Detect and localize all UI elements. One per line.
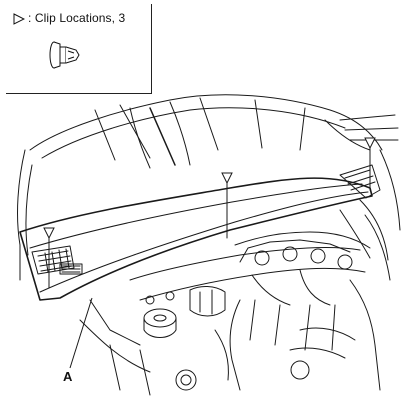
legend-text: : Clip Locations, 3 <box>28 11 126 25</box>
clip-marker <box>364 137 376 150</box>
part-a-leader <box>69 297 93 369</box>
clip-marker <box>221 172 233 185</box>
left-strut-tower <box>143 291 177 338</box>
engine-assembly <box>129 231 381 391</box>
left-fender <box>17 149 26 281</box>
triangle-outline-icon <box>13 13 25 25</box>
push-clip-icon <box>49 41 80 69</box>
legend-box: : Clip Locations, 3 <box>6 4 152 94</box>
clip-marker <box>43 227 55 240</box>
cowl-vent-grille <box>31 245 83 275</box>
cowl-top-cover <box>19 177 373 301</box>
part-label-a: A <box>63 369 73 384</box>
hood-outline <box>29 94 383 151</box>
hood-inner-edge <box>41 107 346 159</box>
right-fender <box>379 149 401 231</box>
hood-stay <box>149 107 176 166</box>
